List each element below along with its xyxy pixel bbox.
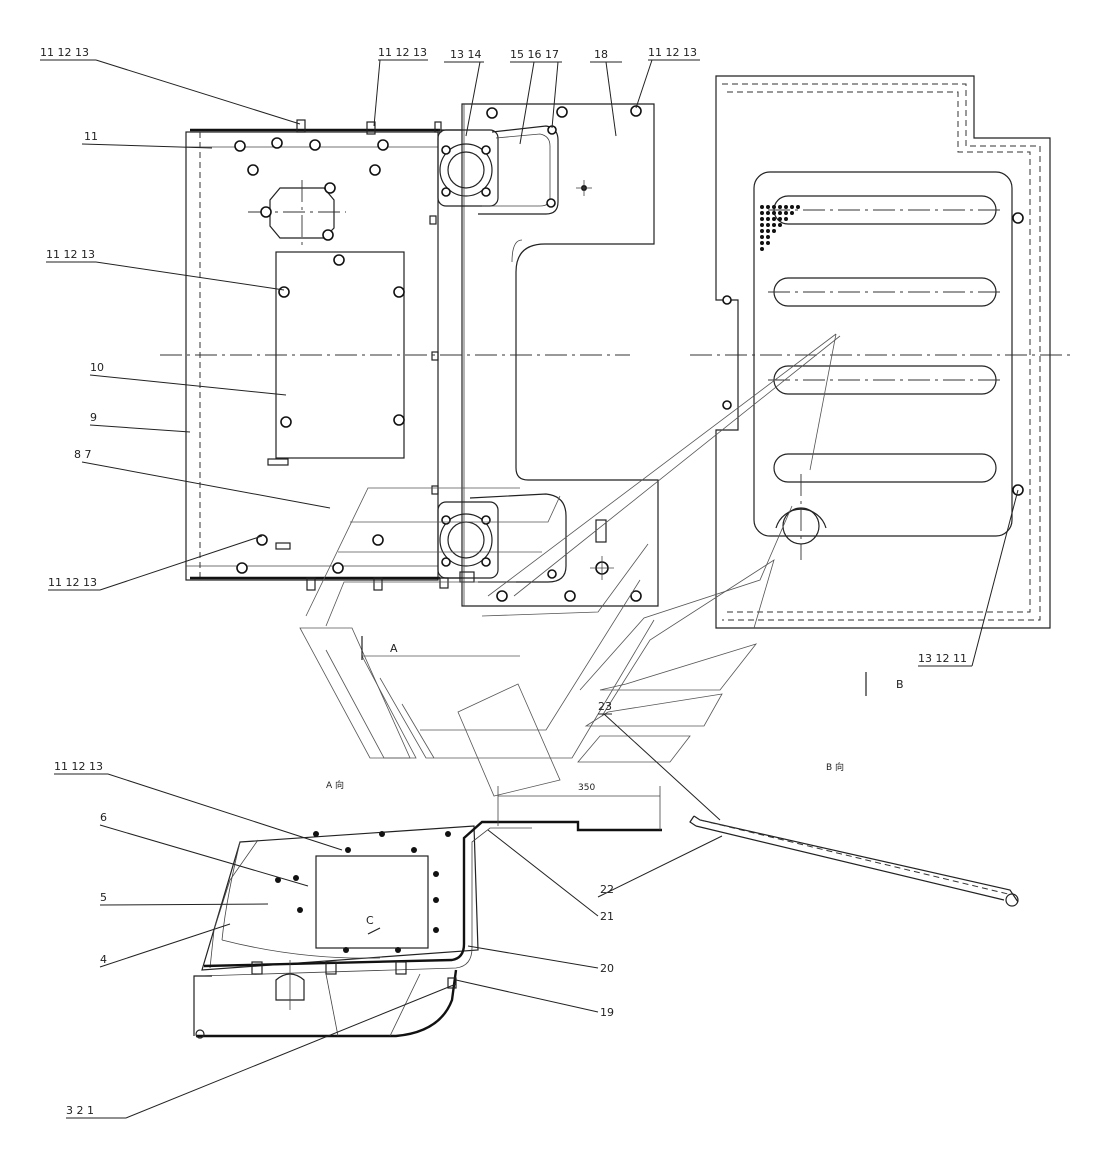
label-part-11: 11	[84, 130, 98, 143]
label-dimension-350: 350	[578, 783, 595, 793]
label-left-low-callout: 11 12 13	[48, 576, 97, 589]
label-lower-callout: 11 12 13	[54, 760, 103, 773]
label-part-18: 18	[594, 48, 608, 61]
leader-lines	[40, 59, 1019, 1119]
label-part-5: 5	[100, 891, 107, 904]
label-parts-3-2-1: 3 2 1	[66, 1104, 94, 1117]
label-part-9: 9	[90, 411, 97, 424]
label-part-10: 10	[90, 361, 104, 374]
label-top-mid-callout: 11 12 13	[378, 46, 427, 59]
label-right-low-callout: 13 12 11	[918, 652, 967, 665]
lower-side-view	[193, 786, 662, 1039]
label-parts-15-16-17: 15 16 17	[510, 48, 559, 61]
window-bolt-pattern	[275, 831, 451, 953]
label-top-right-callout: 11 12 13	[648, 46, 697, 59]
callout-labels: 11 12 13 11 12 13 13 14 15 16 17 18 11 1…	[40, 46, 967, 1117]
label-part-23: 23	[598, 700, 612, 713]
label-part-21: 21	[600, 910, 614, 923]
label-view-b-caption: B 向	[826, 761, 844, 773]
label-view-a-mark: A	[390, 642, 398, 655]
label-part-19: 19	[600, 1006, 614, 1019]
middle-plate-view	[437, 103, 659, 607]
label-part-4: 4	[100, 953, 107, 966]
label-view-c-mark: C	[366, 914, 374, 927]
label-part-22: 22	[600, 883, 614, 896]
background-watermark	[299, 333, 841, 797]
label-parts-13-14: 13 14	[450, 48, 482, 61]
label-top-left-callout: 11 12 13	[40, 46, 89, 59]
perforation-pattern	[760, 205, 800, 251]
label-view-a-caption: A 向	[326, 779, 344, 791]
label-part-20: 20	[600, 962, 614, 975]
label-part-6: 6	[100, 811, 107, 824]
label-left-mid-callout: 11 12 13	[46, 248, 95, 261]
part-22-strip	[689, 815, 1019, 907]
right-panel-view	[715, 75, 1051, 629]
label-view-b-mark: B	[896, 678, 904, 691]
left-plate-view	[185, 119, 449, 591]
label-parts-8-7: 8 7	[74, 448, 92, 461]
